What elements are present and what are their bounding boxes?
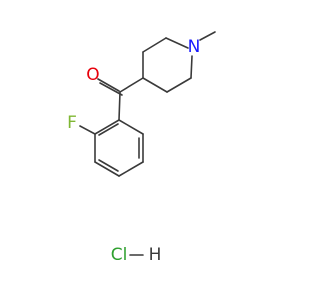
bond-c4-c5	[118, 161, 144, 177]
structure-canvas: O F N Cl H	[67, 31, 216, 265]
bond-n-c6	[190, 55, 193, 79]
structure-drawing: O F N Cl H	[67, 31, 216, 265]
bond-c5-c4	[142, 77, 168, 93]
bond-inner-c2-c1	[98, 123, 119, 136]
bond-c2-n	[165, 37, 189, 49]
bond-c6-c5	[166, 77, 192, 93]
bond-n-methyl	[199, 31, 216, 41]
benzene-ring	[94, 119, 144, 177]
piperidine-ring	[142, 37, 193, 93]
oxygen-label: O	[86, 65, 99, 85]
bond-c3-c4	[94, 161, 120, 177]
bond-co-2	[99, 82, 123, 96]
bond-c6-c1	[118, 119, 144, 135]
bond-c1-c2	[94, 119, 120, 135]
bond-inner-c3-c4	[98, 159, 119, 172]
fluorine-label: F	[67, 113, 77, 133]
nitrogen-label: N	[188, 37, 201, 57]
bond-carbonyl-c1	[118, 91, 121, 121]
bond-co-1	[97, 78, 120, 92]
hydrogen-label: H	[149, 245, 162, 265]
carbonyl-double-bond	[97, 78, 123, 96]
bond-c4-carbonyl	[119, 77, 144, 93]
bond-c2-fluorine	[79, 125, 96, 135]
chlorine-label: Cl	[111, 245, 128, 265]
bond-c3-c2	[142, 37, 167, 53]
